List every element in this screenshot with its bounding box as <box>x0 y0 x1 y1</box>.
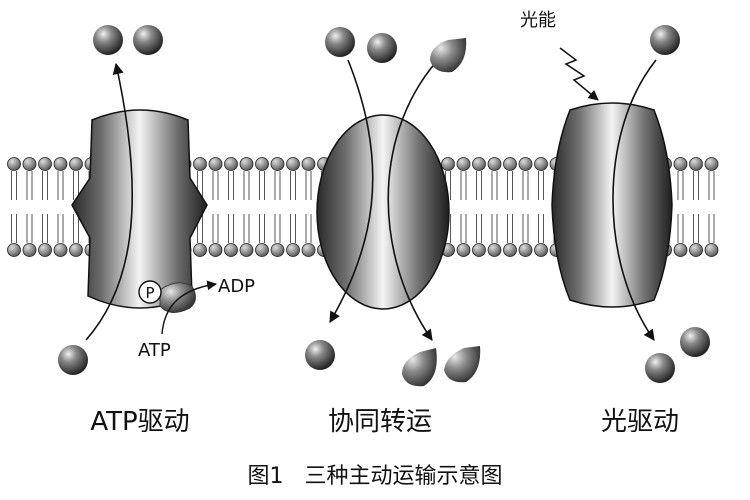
cotransporter-protein <box>316 114 450 310</box>
lipid-head <box>301 243 316 257</box>
lipid-head <box>270 157 285 171</box>
molecule-ball <box>58 345 88 375</box>
lipid-head <box>224 243 238 257</box>
lipid-head <box>239 157 254 171</box>
lipid-head <box>53 157 68 171</box>
lipid-head <box>38 157 52 171</box>
lipid-head <box>255 243 269 257</box>
lipid-head <box>456 157 471 171</box>
lipid-head <box>208 243 223 257</box>
lipid-head <box>689 243 703 257</box>
light-driven-pump-protein <box>551 102 673 308</box>
lipid-head <box>22 243 37 257</box>
lipid-head <box>472 157 486 171</box>
atp-label: ATP <box>138 340 171 361</box>
lipid-head <box>53 243 68 257</box>
lipid-head <box>193 243 207 257</box>
lipid-head <box>518 243 533 257</box>
molecule-ball <box>367 33 397 63</box>
lipid-head <box>503 157 517 171</box>
solute-molecule <box>444 346 481 383</box>
molecule-ball <box>305 340 335 370</box>
atp-to-adp-arrow <box>161 280 217 335</box>
light-energy-zigzag-arrow <box>559 47 599 101</box>
lipid-head <box>472 243 486 257</box>
lipid-head <box>704 157 719 171</box>
molecule-ball <box>645 353 675 383</box>
molecule-ball <box>680 327 710 357</box>
atp-driven-pump-protein <box>71 109 208 309</box>
molecule-ball <box>93 25 123 55</box>
lipid-head <box>301 157 316 171</box>
light-energy-label: 光能 <box>520 10 556 31</box>
lipid-head <box>518 157 533 171</box>
lipid-head <box>69 157 83 171</box>
lipid-head <box>38 243 52 257</box>
lipid-head <box>224 157 238 171</box>
molecule-ball <box>133 25 163 55</box>
lipid-head <box>286 243 300 257</box>
lipid-head <box>441 157 455 171</box>
lipid-head <box>7 157 21 171</box>
lipid-head <box>255 157 269 171</box>
lipid-head <box>239 243 254 257</box>
lipid-head <box>286 157 300 171</box>
cotransport-label: 协同转运 <box>328 407 432 437</box>
phosphate-circle <box>138 280 162 304</box>
lipid-head <box>487 243 502 257</box>
lipid-head <box>208 157 223 171</box>
atp-pump-path-arrow <box>85 62 134 341</box>
light-driven-label: 光驱动 <box>601 407 679 437</box>
lipid-head <box>704 243 719 257</box>
lipid-head <box>689 157 703 171</box>
cotransport-solute-path-arrow <box>387 61 437 341</box>
solute-molecule <box>402 348 437 387</box>
phosphate-group-shape <box>159 282 196 313</box>
lipid-head <box>503 243 517 257</box>
lipid-head <box>7 243 21 257</box>
cotransport-ion-path-arrow <box>329 59 374 323</box>
lipid-head <box>22 157 37 171</box>
figure-caption: 图1 三种主动运输示意图 <box>248 464 503 489</box>
molecule-ball <box>325 27 355 57</box>
lipid-head <box>456 243 471 257</box>
molecule-ball <box>650 25 680 55</box>
solute-molecule <box>430 38 467 73</box>
lipid-head <box>534 243 548 257</box>
lipid-head <box>193 157 207 171</box>
lipid-head <box>673 157 688 171</box>
atp-driven-label: ATP驱动 <box>90 407 189 437</box>
light-pump-path-arrow <box>612 59 657 341</box>
lipid-head <box>534 157 548 171</box>
lipid-head <box>270 243 285 257</box>
adp-label: ADP <box>218 276 255 297</box>
lipid-head <box>69 243 83 257</box>
lipid-head <box>673 243 688 257</box>
lipid-head <box>487 157 502 171</box>
phosphate-label: P <box>145 284 154 302</box>
